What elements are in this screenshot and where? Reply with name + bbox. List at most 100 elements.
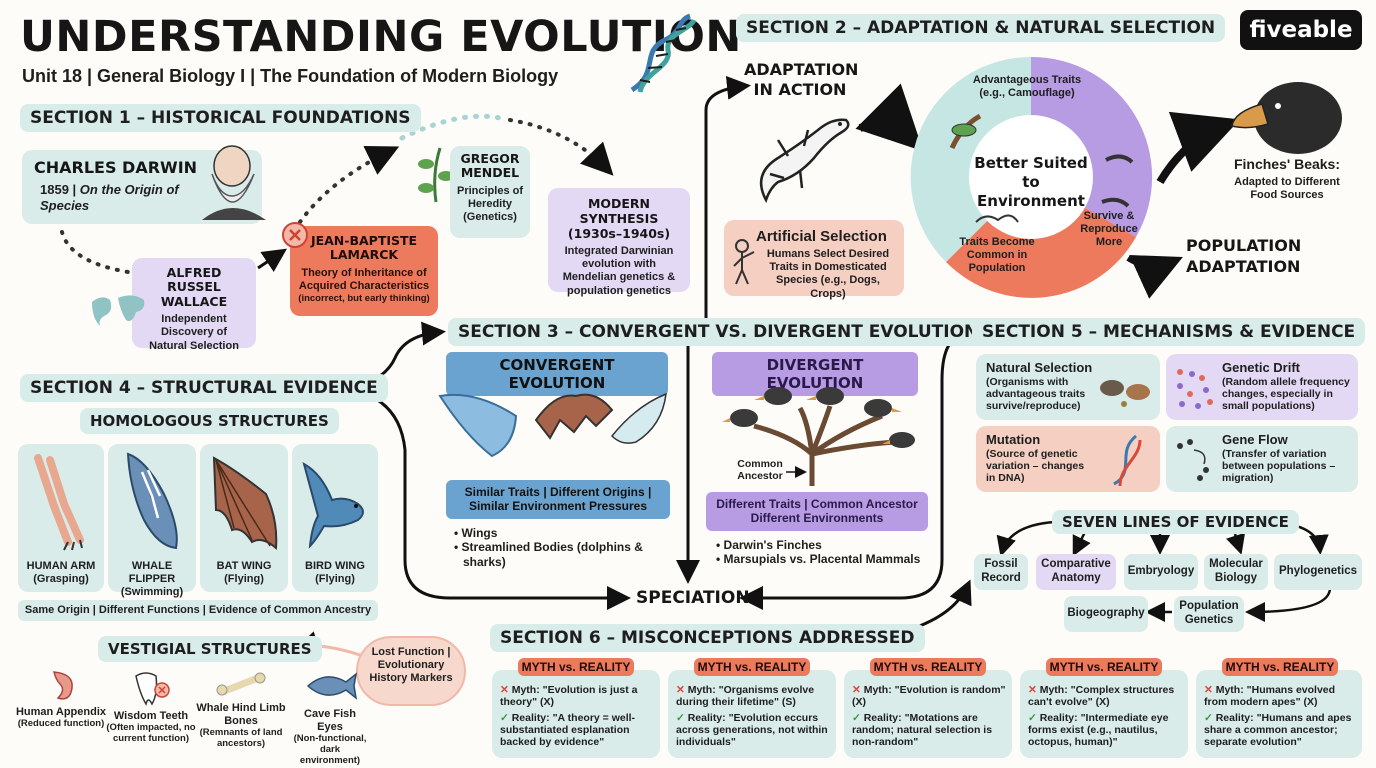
evidence-item: Molecular Biology [1204,554,1268,590]
wallace-card: ALFRED RUSSEL WALLACE Independent Discov… [132,258,256,352]
hind-limb-bone-icon [216,672,266,696]
lizard-icon [759,118,850,204]
evidence-item: Population Genetics [1174,596,1244,632]
wallace-name: ALFRED RUSSEL WALLACE [160,265,228,309]
mechanism-gene-flow: Gene Flow (Transfer of variation between… [1166,426,1358,492]
myth-text: ✕ Myth: "Organisms evolve during their l… [676,684,815,709]
list-item: • Wings [454,526,498,540]
homologous-title: HOMOLOGOUS STRUCTURES [80,408,339,434]
reality-text: ✓ Reality: "Intermediate eye forms exist… [1028,712,1169,749]
synthesis-name: MODERN SYNTHESIS (1930s–1940s) [567,196,671,241]
myth-tag: MYTH vs. REALITY [870,658,986,676]
wallace-desc: Independent Discovery of Natural Selecti… [149,313,239,352]
structure-name: BIRD WING(Flying) [305,560,365,586]
reality-text: ✓ Reality: "Humans and apes share a comm… [1204,712,1352,749]
mechanism-name: Gene Flow [1222,432,1288,447]
section1-title: SECTION 1 – HISTORICAL FOUNDATIONS [20,104,421,132]
whale-flipper-icon [126,452,178,550]
adaptation-label: ADAPTATION IN ACTION [744,60,859,99]
pea-plant-icon [418,147,454,203]
finches-desc: Adapted to Different Food Sources [1234,176,1340,202]
modern-synthesis-card: MODERN SYNTHESIS (1930s–1940s) Integrate… [548,188,690,297]
speciation-label: SPECIATION [636,588,750,608]
lamarck-note: (incorrect, but early thinking) [298,293,430,305]
cycle-right-label: Survive & Reproduce More [1080,210,1138,249]
mechanism-mutation: Mutation (Source of genetic variation – … [976,426,1160,492]
divergent-title: DIVERGENT EVOLUTION [712,352,918,396]
list-item: • Streamlined Bodies (dolphins & sharks) [454,540,643,569]
vestigial-item: Wisdom Teeth(Often impacted, no current … [106,710,196,744]
structure-card-whale: WHALE FLIPPER(Swimming) [108,444,196,598]
mechanism-desc: (Transfer of variation between populatio… [1222,448,1336,485]
myth-card: MYTH vs. REALITY ✕ Myth: "Evolution is r… [844,658,1012,758]
structure-card-bird: BIRD WING(Flying) [292,444,378,592]
finches-title: Finches' Beaks: [1233,156,1341,172]
page-subtitle: Unit 18 | General Biology I | The Founda… [22,66,559,86]
myth-card: MYTH vs. REALITY ✕ Myth: "Complex struct… [1020,658,1188,758]
artificial-title: Artificial Selection [756,228,887,245]
evidence-item: Comparative Anatomy [1036,554,1116,590]
birds-icon [1100,380,1150,407]
mechanism-name: Genetic Drift [1222,360,1301,375]
myth-text: ✕ Myth: "Evolution is random" (X) [852,684,1006,709]
mechanism-desc: (Source of genetic variation – changes i… [986,448,1085,485]
allele-dots-icon [1177,369,1213,409]
evidence-item: Embryology [1124,554,1198,590]
bird-wing-icon [302,461,364,549]
convergent-examples: • Wings • Streamlined Bodies (dolphins &… [454,526,664,569]
mechanism-desc: (Random allele frequency changes, especi… [1222,376,1350,413]
cycle-center-label: Better Suited to Environment [974,154,1088,210]
mechanism-name: Mutation [986,432,1041,447]
lamarck-card: JEAN-BAPTISTE LAMARCK Theory of Inherita… [290,226,438,316]
divergent-summary: Different Traits | Common Ancestor Diffe… [706,492,928,531]
artificial-desc: Humans Select Desired Traits in Domestic… [766,248,890,300]
person-icon [733,239,755,285]
vestigial-item: Whale Hind Limb Bones(Remnants of land a… [196,702,286,749]
mendel-desc: Principles of Heredity (Genetics) [456,184,524,224]
vestigial-title: VESTIGIAL STRUCTURES [98,636,322,662]
vestigial-item: Cave Fish Eyes(Non-functional, dark envi… [293,708,367,766]
reality-text: ✓ Reality: "Evolution eccurs across gene… [676,712,828,749]
structure-card-arm: HUMAN ARM(Grasping) [18,444,104,592]
myth-card: MYTH vs. REALITY ✕ Myth: "Organisms evol… [668,658,836,758]
myth-tag: MYTH vs. REALITY [1222,658,1338,676]
mendel-name: GREGOR MENDEL [460,151,520,181]
section2-title: SECTION 2 – ADAPTATION & NATURAL SELECTI… [736,14,1226,42]
mechanism-natural-selection: Natural Selection (Organisms with advant… [976,354,1160,420]
fiveable-logo: fiveable [1240,10,1362,50]
divergent-tree-icon [722,387,915,486]
divergent-examples: • Darwin's Finches • Marsupials vs. Plac… [716,538,936,567]
myth-text: ✕ Myth: "Evolution is just a theory" (X) [500,684,638,709]
page-title: UNDERSTANDING EVOLUTION [20,12,742,62]
section6-title: SECTION 6 – MISCONCEPTIONS ADDRESSED [490,624,925,652]
myth-tag: MYTH vs. REALITY [518,658,634,676]
common-ancestor-label: Common Ancestor [737,458,783,483]
mendel-card: GREGOR MENDEL Principles of Heredity (Ge… [450,146,530,238]
evidence-item: Phylogenetics [1274,554,1362,590]
section4-title: SECTION 4 – STRUCTURAL EVIDENCE [20,374,388,402]
myth-text: ✕ Myth: "Complex structures can't evolve… [1028,684,1175,709]
list-item: • Marsupials vs. Placental Mammals [716,552,921,567]
cycle-top-label: Advantageous Traits (e.g., Camouflage) [972,74,1082,100]
selection-cycle [910,56,1153,298]
reality-text: ✓ Reality: "A theory = well-substantiate… [500,712,636,749]
myth-card: MYTH vs. REALITY ✕ Myth: "Humans evolved… [1196,658,1362,758]
lamarck-name: JEAN-BAPTISTE LAMARCK [310,233,418,263]
dna-icon [630,13,697,93]
appendix-icon [53,671,73,700]
seven-lines-title: SEVEN LINES OF EVIDENCE [1052,510,1299,534]
world-map-icon [92,295,145,326]
vestigial-item: Human Appendix(Reduced function) [15,706,107,729]
evidence-item: Fossil Record [974,554,1028,590]
cycle-bottom-label: Traits Become Common in Population [959,236,1035,275]
darwin-name: CHARLES DARWIN [34,158,198,177]
bat-wing-icon [212,456,278,551]
population-adaptation-label: POPULATION ADAPTATION [1186,236,1302,276]
artificial-selection-card: Artificial Selection Humans Select Desir… [724,220,904,300]
dna-mutation-icon [1113,434,1142,487]
evidence-item: Biogeography [1064,596,1148,632]
structure-name: WHALE FLIPPER(Swimming) [120,560,184,599]
convergent-title: CONVERGENT EVOLUTION [446,352,668,396]
list-item: • Darwin's Finches [716,538,822,552]
